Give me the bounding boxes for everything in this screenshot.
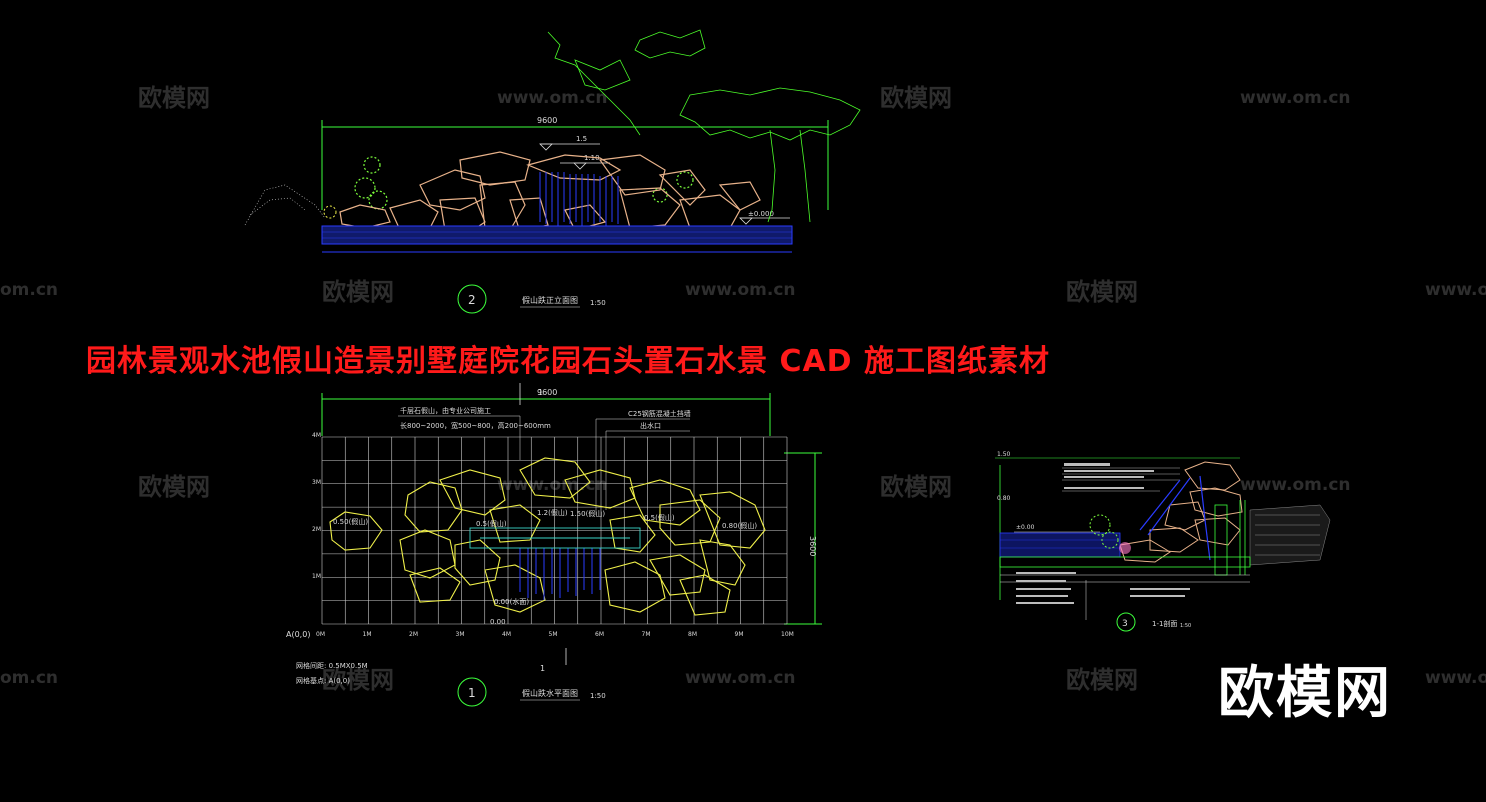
plan-level: 0.00: [490, 618, 506, 626]
section-level-top: 1.50: [997, 451, 1011, 458]
plan-note-size: 长800~2000，宽500~800，高200~600mm: [400, 421, 551, 430]
elevation-level-base: ±0.000: [748, 210, 774, 218]
elevation-number: 2: [468, 293, 476, 307]
x-tick-label: 10M: [781, 631, 794, 638]
watermark-url: www.om.cn: [497, 88, 608, 108]
section-level-water: ±0.00: [1016, 524, 1035, 531]
plan-origin: A(0,0): [286, 630, 310, 639]
x-tick-label: 6M: [595, 631, 604, 638]
elevation-rocks: [339, 151, 761, 233]
elevation-name: 假山跌正立面图: [522, 295, 578, 305]
watermark-brand: 欧模网: [880, 473, 952, 501]
elevation-dimension: 9600: [537, 116, 557, 125]
x-tick-label: 7M: [642, 631, 651, 638]
section-name: 1-1剖面: [1152, 619, 1177, 628]
watermark-url: www.om.cn: [1425, 280, 1486, 300]
elevation-scale: 1:50: [590, 299, 606, 307]
watermark-url: www.om.cn: [1240, 88, 1351, 108]
watermark-url: om.cn: [0, 280, 58, 300]
watermark-layer: 欧模网 www.om.cn 欧模网 www.om.cn om.cn 欧模网 ww…: [0, 84, 1486, 694]
x-tick-label: 5M: [549, 631, 558, 638]
plan-level: 0.5(假山): [476, 519, 507, 528]
plan-level: 1.50(假山): [570, 509, 605, 518]
watermark-brand: 欧模网: [322, 666, 394, 694]
x-tick-label: 1M: [363, 631, 372, 638]
watermark-url: www.om.cn: [685, 280, 796, 300]
plan-section-mark: 1: [538, 388, 543, 397]
plan-origin-note: 网格基点: A(0,0): [296, 676, 350, 685]
plan-section-mark: 1: [540, 664, 545, 673]
plan-y-axis: 1M 2M 3M 4M: [312, 432, 321, 580]
y-tick-label: 1M: [312, 573, 321, 580]
plan-grid-note: 网格间距: 0.5MX0.5M: [296, 661, 368, 670]
plan-grid: [321, 436, 788, 625]
plan-number: 1: [468, 686, 476, 700]
plan-level: 1.2(假山): [537, 508, 568, 517]
plan-note-wall: C25钢筋混凝土挡墙: [628, 409, 691, 418]
plan-note-outlet: 出水口: [640, 421, 661, 430]
watermark-brand: 欧模网: [138, 473, 210, 501]
plan-level: 0.00(水面): [494, 597, 529, 606]
plan-dimension-width: 9600: [537, 388, 557, 397]
section-level-mid: 0.80: [997, 495, 1011, 502]
elevation-waterfall: [539, 172, 619, 226]
x-tick-label: 4M: [502, 631, 511, 638]
plan-x-axis: 0M 1M 2M 3M 4M 5M 6M 7M 8M 9M 10M: [316, 631, 794, 638]
elevation-drawing: 9600 1.5 1.10 ±0.000: [244, 29, 861, 314]
elevation-plants: [244, 156, 694, 226]
plan-rocks: [329, 457, 766, 616]
section-drawing: 1.50 0.80 ±0.00: [995, 451, 1331, 632]
y-tick-label: 4M: [312, 432, 321, 439]
watermark-brand: 欧模网: [322, 278, 394, 306]
watermark-url: om.cn: [0, 668, 58, 688]
y-tick-label: 2M: [312, 526, 321, 533]
elevation-level-top: 1.5: [576, 135, 587, 143]
plan-name: 假山跌水平面图: [522, 688, 578, 698]
x-tick-label: 0M: [316, 631, 325, 638]
x-tick-label: 9M: [735, 631, 744, 638]
y-tick-label: 3M: [312, 479, 321, 486]
page-title: 园林景观水池假山造景别墅庭院花园石头置石水景 CAD 施工图纸素材: [86, 344, 1051, 379]
watermark-url: www.om.cn: [1425, 668, 1486, 688]
x-tick-label: 8M: [688, 631, 697, 638]
plan-level: 0.80(假山): [722, 521, 757, 530]
x-tick-label: 2M: [409, 631, 418, 638]
plan-level: 0.5(假山): [644, 513, 675, 522]
plan-dimension-height: 3600: [808, 536, 817, 556]
watermark-brand: 欧模网: [1066, 278, 1138, 306]
plan-water: [519, 548, 601, 600]
watermark-brand: 欧模网: [1066, 666, 1138, 694]
watermark-brand: 欧模网: [138, 84, 210, 112]
watermark-brand: 欧模网: [880, 84, 952, 112]
plan-note-rock: 千层石假山，由专业公司施工: [400, 406, 491, 415]
watermark-url: www.om.cn: [497, 475, 608, 495]
plan-drawing: 9600 3600 千层石假山，由专业公司施工 长800~2000，宽500~8…: [286, 383, 822, 707]
x-tick-label: 3M: [456, 631, 465, 638]
watermark-url: www.om.cn: [685, 668, 796, 688]
watermark-url: www.om.cn: [1240, 475, 1351, 495]
brand-logo: 欧模网: [1218, 661, 1392, 726]
section-number: 3: [1122, 619, 1128, 629]
plan-scale: 1:50: [590, 692, 606, 700]
plan-level: 0.50(假山): [333, 517, 368, 526]
elevation-level-mid: 1.10: [584, 154, 600, 162]
section-scale: 1:50: [1180, 623, 1191, 629]
